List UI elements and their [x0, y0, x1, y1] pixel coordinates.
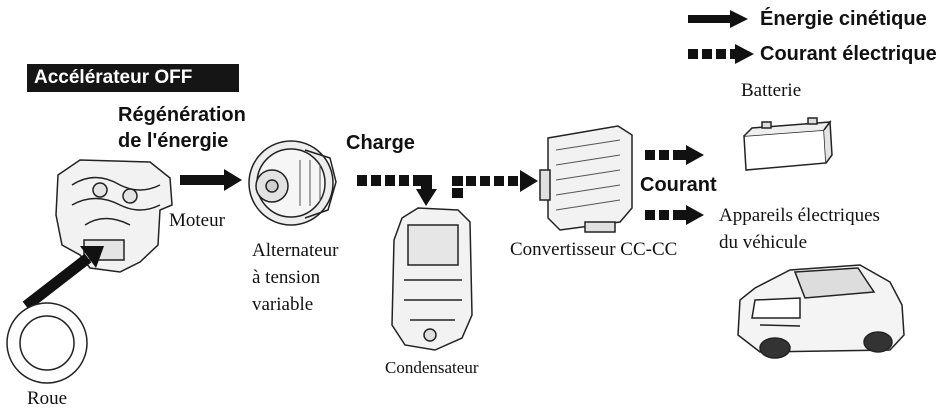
regen-label-line1: Régénération — [118, 104, 246, 126]
alternator-illustration — [248, 140, 337, 226]
alternator-label-line3: variable — [252, 294, 314, 315]
capacitor-illustration — [391, 207, 473, 351]
arrow-alternator-to-capacitor — [357, 175, 437, 206]
legend-electric-label: Courant électrique — [760, 43, 937, 65]
engine-label: Moteur — [169, 210, 225, 231]
battery-illustration — [743, 117, 833, 171]
arrow-converter-to-appliances — [645, 205, 704, 225]
car-illustration — [737, 264, 905, 359]
converter-label: Convertisseur CC-CC — [510, 239, 678, 260]
appliances-label-line2: du véhicule — [719, 232, 808, 253]
charge-label: Charge — [346, 132, 415, 154]
arrow-capacitor-to-converter — [452, 170, 538, 198]
alternator-label-line2: à tension — [252, 267, 321, 288]
legend-electric-symbol — [688, 44, 754, 64]
arrow-converter-to-battery — [645, 145, 704, 165]
arrow-engine-to-alternator — [180, 169, 242, 191]
alternator-label-line1: Alternateur — [252, 240, 339, 261]
legend-kinetic-symbol — [688, 10, 748, 28]
courant-label: Courant — [640, 174, 717, 196]
wheel-label: Roue — [27, 388, 68, 409]
battery-label: Batterie — [741, 80, 802, 101]
appliances-label-line1: Appareils électriques — [719, 205, 880, 226]
arrow-wheel-to-engine — [22, 246, 104, 311]
converter-illustration — [539, 125, 633, 233]
legend-kinetic-label: Énergie cinétique — [760, 8, 927, 30]
accelerator-off-badge: Accélérateur OFF — [27, 64, 239, 92]
regen-label-line2: de l'énergie — [118, 130, 229, 152]
engine-illustration — [55, 159, 173, 273]
wheel-illustration — [6, 302, 88, 384]
capacitor-label: Condensateur — [385, 358, 479, 377]
